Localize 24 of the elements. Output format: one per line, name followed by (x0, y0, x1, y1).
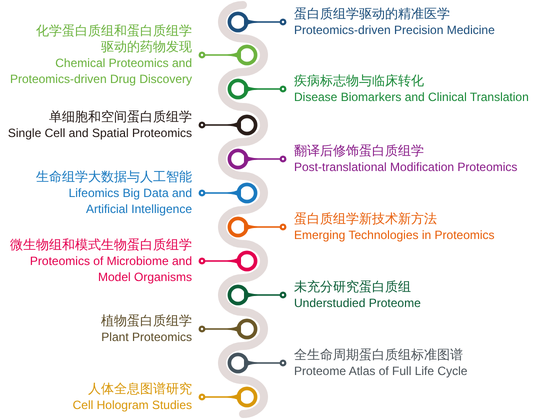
chinese-topic-title: 翻译后修饰蛋白质组学 (294, 143, 424, 159)
chinese-topic-title: 单细胞和空间蛋白质组学 (49, 109, 192, 125)
english-topic-title: Understudied Proteome (294, 295, 421, 311)
english-topic-title: Disease Biomarkers and Clinical Translation (294, 89, 529, 105)
english-topic-title: Plant Proteomics (101, 329, 192, 345)
chinese-topic-title: 蛋白质组学驱动的精准医学 (294, 6, 450, 22)
chinese-topic-title: 化学蛋白质组和蛋白质组学驱动的药物发现 (35, 23, 192, 55)
english-topic-title: Single Cell and Spatial Proteomics (8, 125, 192, 141)
english-topic-title: Lifeomics Big Data and Artificial Intelligence (68, 185, 192, 217)
english-topic-title: Proteomics of Microbiome and Model Organisms (28, 253, 192, 285)
chinese-topic-title: 全生命周期蛋白质组标准图谱 (294, 347, 463, 363)
chinese-topic-title: 生命组学大数据与人工智能 (36, 169, 192, 185)
english-topic-title: Proteomics-driven Precision Medicine (294, 22, 495, 38)
chinese-topic-title: 未充分研究蛋白质组 (294, 279, 411, 295)
chinese-topic-title: 疾病标志物与临床转化 (294, 73, 424, 89)
english-topic-title: Proteome Atlas of Full Life Cycle (294, 363, 468, 379)
english-topic-title: Chemical Proteomics and Proteomics-driven Drug Discovery (8, 55, 192, 87)
english-topic-title: Cell Hologram Studies (72, 397, 192, 413)
english-topic-title: Emerging Technologies in Proteomics (294, 227, 495, 243)
chinese-topic-title: 植物蛋白质组学 (101, 313, 192, 329)
chinese-topic-title: 人体全息图谱研究 (88, 381, 192, 397)
english-topic-title: Post-translational Modification Proteomics (294, 159, 518, 175)
chinese-topic-title: 蛋白质组学新技术新方法 (294, 211, 437, 227)
chinese-topic-title: 微生物组和模式生物蛋白质组学 (10, 237, 192, 253)
